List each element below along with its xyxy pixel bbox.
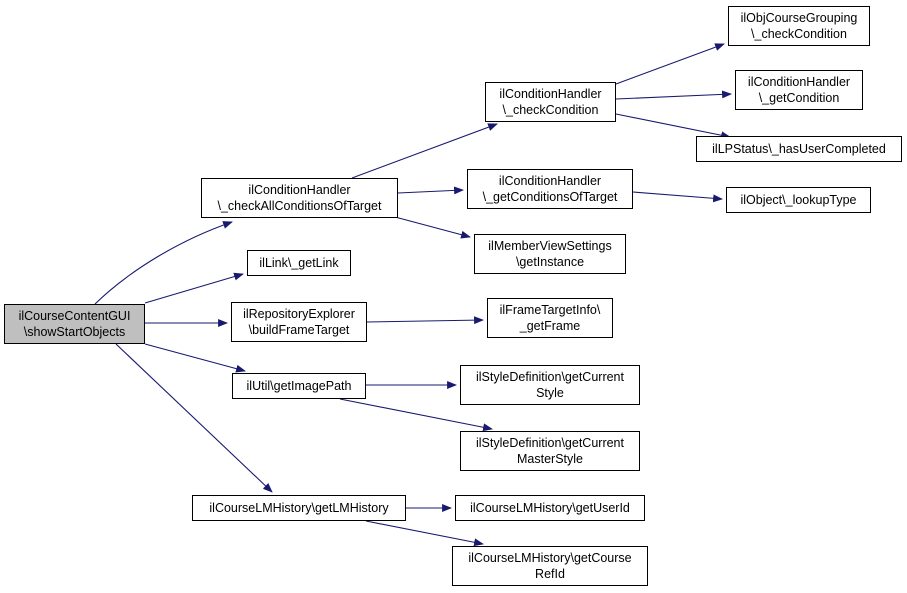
node-condition-checkcondition[interactable]: ilConditionHandler \_checkCondition (485, 82, 616, 122)
node-root-line1: ilCourseContentGUI (18, 309, 131, 323)
node-lmhistory-getuserid[interactable]: ilCourseLMHistory\getUserId (455, 495, 645, 521)
node-frametarget-line1: ilFrameTargetInfo\ (499, 303, 601, 317)
node-style-master-line1: ilStyleDefinition\getCurrent (476, 436, 624, 450)
node-link-getlink[interactable]: ilLink\_getLink (247, 250, 351, 276)
node-condition-getcondition-line1: ilConditionHandler (747, 75, 851, 89)
node-lpstatus-line1: ilLPStatus\_hasUserCompleted (712, 142, 886, 156)
node-memberview-line1: ilMemberViewSettings (488, 239, 612, 253)
node-condition-checkcondition-line1: ilConditionHandler (499, 87, 602, 101)
node-condition-checkcondition-line2: \_checkCondition (502, 103, 599, 117)
node-lmhistory-getcourserefid-line1: ilCourseLMHistory\getCourse (468, 551, 632, 565)
edge-lmhistory-to-courserefid (365, 520, 484, 547)
node-repository-line1: ilRepositoryExplorer (243, 307, 355, 321)
node-memberview-line2: \getInstance (515, 255, 585, 269)
edge-checkcondition-to-getcondition (615, 90, 732, 100)
edge-getconditionsoftarget-to-lookup (632, 191, 723, 203)
node-coursegrouping-line2: \_checkCondition (751, 27, 847, 41)
node-memberview-getinstance[interactable]: ilMemberViewSettings \getInstance (474, 234, 626, 274)
node-style-current-line2: Style (536, 386, 564, 400)
node-lmhistory-getlmhistory-line1: ilCourseLMHistory\getLMHistory (209, 501, 389, 515)
edge-checkcondition-to-grouping (615, 43, 725, 85)
node-condition-check-all-line2: \_checkAllConditionsOfTarget (217, 199, 382, 213)
edge-condall-to-memberview (394, 216, 471, 239)
node-object-lookuptype-line1: ilObject\_lookupType (740, 193, 857, 207)
node-lpstatus-hasusercompleted[interactable]: ilLPStatus\_hasUserCompleted (696, 136, 902, 162)
node-util-getimagepath[interactable]: ilUtil\getImagePath (232, 373, 366, 399)
node-coursegrouping-checkcondition[interactable]: ilObjCourseGrouping \_checkCondition (728, 6, 870, 46)
node-lmhistory-getcourserefid-line2: RefId (535, 567, 565, 581)
node-repository-line2: \buildFrameTarget (248, 323, 350, 337)
node-style-getcurrentstyle[interactable]: ilStyleDefinition\getCurrent Style (460, 365, 640, 405)
node-frametarget-line2: _getFrame (519, 319, 581, 333)
node-root-line2: \showStartObjects (23, 325, 126, 339)
node-object-lookuptype[interactable]: ilObject\_lookupType (726, 187, 871, 213)
edge-root-to-link (144, 272, 244, 304)
edge-checkcondition-to-lpstatus (615, 113, 731, 140)
node-style-getcurrentmasterstyle[interactable]: ilStyleDefinition\getCurrent MasterStyle (460, 431, 640, 471)
node-coursegrouping-line1: ilObjCourseGrouping (740, 11, 858, 25)
node-condition-getcondition-line2: \_getCondition (758, 91, 840, 105)
edge-util-to-style-master (339, 398, 493, 432)
node-lmhistory-getcourserefid[interactable]: ilCourseLMHistory\getCourse RefId (452, 546, 648, 586)
node-condition-check-all[interactable]: ilConditionHandler \_checkAllConditionsO… (201, 178, 398, 218)
edge-repository-to-frametarget (366, 316, 484, 325)
node-condition-getcondition[interactable]: ilConditionHandler \_getCondition (735, 70, 863, 110)
node-repository-buildframetarget[interactable]: ilRepositoryExplorer \buildFrameTarget (231, 302, 367, 342)
edge-condall-to-checkcondition (351, 123, 498, 179)
edge-condall-to-getconditionsoftarget (397, 186, 464, 195)
node-condition-check-all-line1: ilConditionHandler (248, 183, 351, 197)
node-root[interactable]: ilCourseContentGUI \showStartObjects (4, 304, 145, 344)
edge-root-to-util (144, 343, 246, 373)
node-condition-getconditionsoftarget-line2: \_getConditionsOfTarget (482, 190, 618, 204)
node-lmhistory-getuserid-line1: ilCourseLMHistory\getUserId (470, 501, 630, 515)
node-style-master-line2: MasterStyle (517, 452, 583, 466)
node-style-current-line1: ilStyleDefinition\getCurrent (476, 370, 624, 384)
node-link-getlink-line1: ilLink\_getLink (259, 256, 339, 270)
edge-root-to-condition-check-all (94, 221, 233, 305)
node-condition-getconditionsoftarget[interactable]: ilConditionHandler \_getConditionsOfTarg… (467, 169, 633, 209)
node-util-getimagepath-line1: ilUtil\getImagePath (246, 379, 352, 393)
edge-root-to-lmhistory (115, 343, 273, 493)
node-frametarget-getframe[interactable]: ilFrameTargetInfo\ _getFrame (487, 298, 613, 338)
node-condition-getconditionsoftarget-line1: ilConditionHandler (498, 174, 602, 188)
node-lmhistory-getlmhistory[interactable]: ilCourseLMHistory\getLMHistory (192, 495, 406, 521)
